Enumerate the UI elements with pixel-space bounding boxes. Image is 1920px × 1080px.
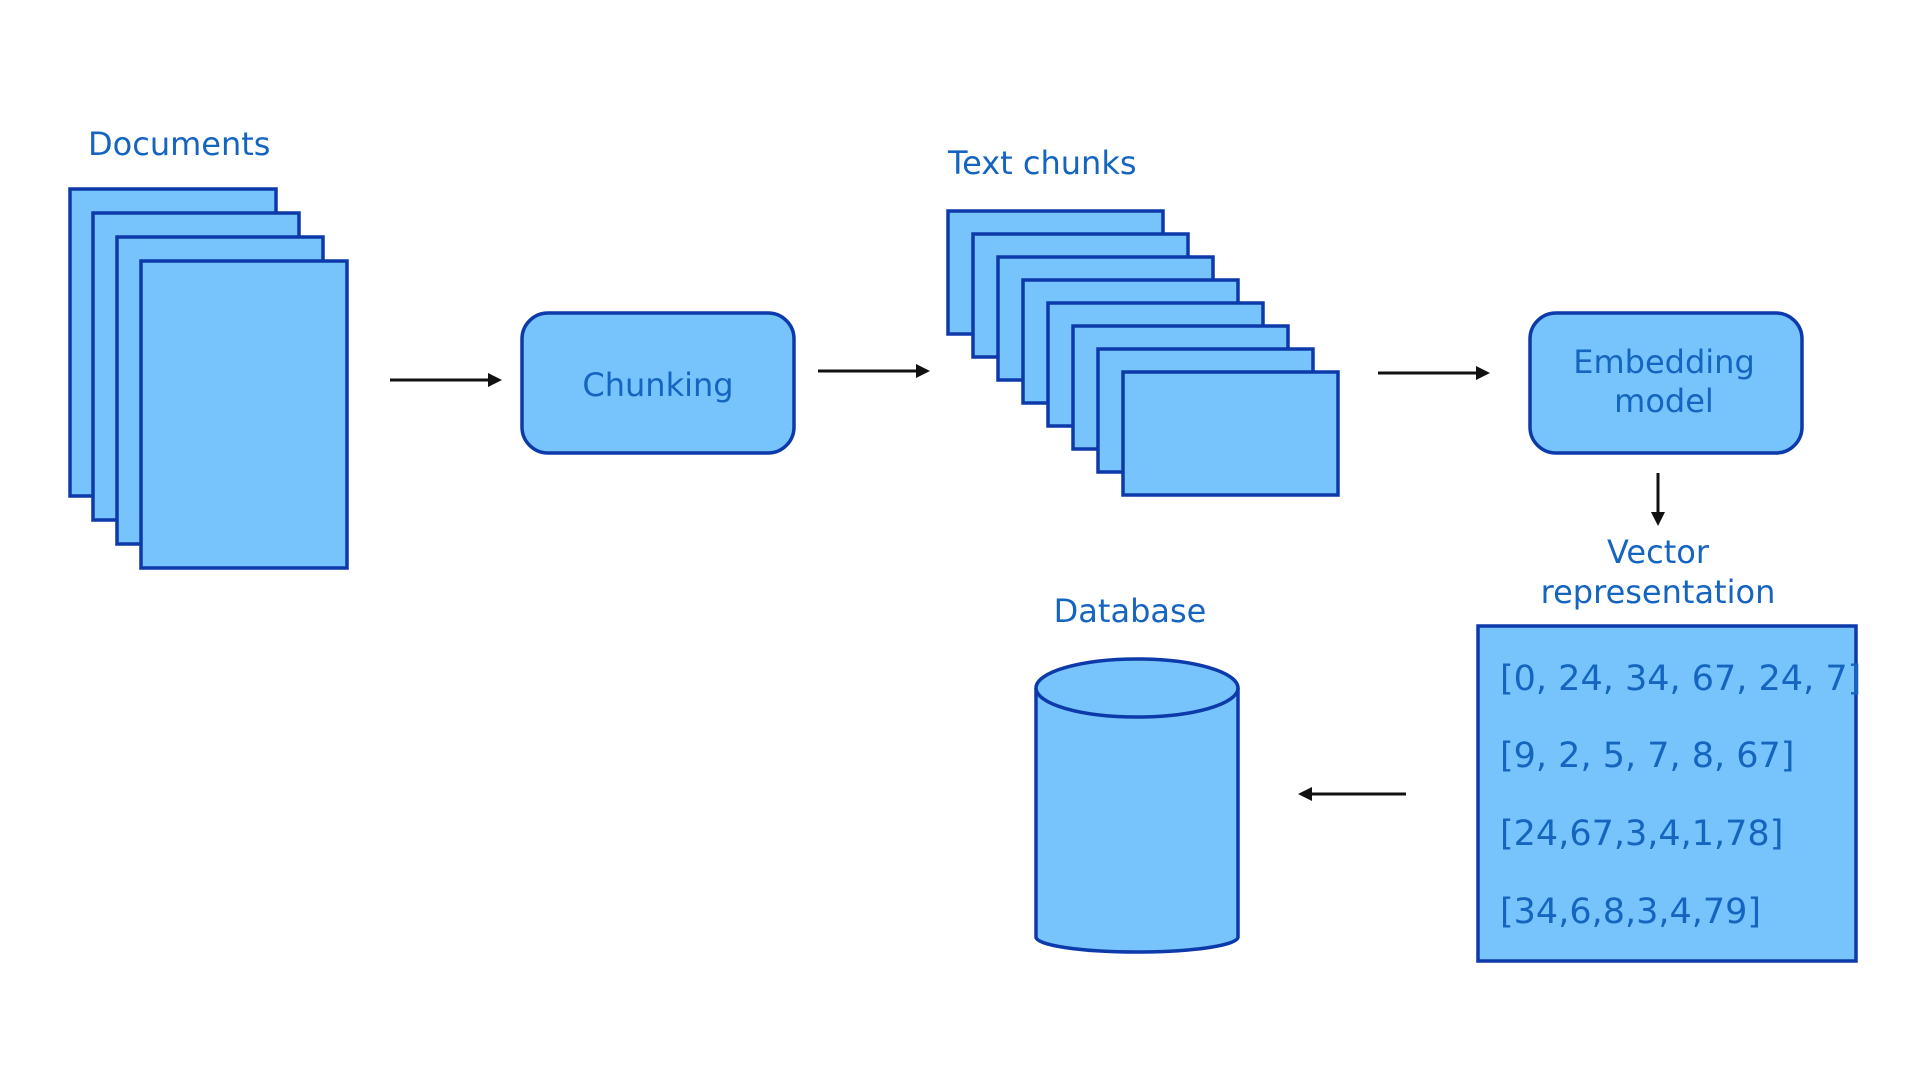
embedding-model-node: Embedding model (1528, 311, 1804, 455)
database-body (1034, 688, 1240, 954)
vector-label-line2: representation (1541, 573, 1776, 611)
documents-label: Documents (88, 125, 270, 163)
vector-representation-box: [0, 24, 34, 67, 24, 7] [9, 2, 5, 7, 8, 6… (1476, 624, 1861, 963)
arrow-embedding-to-vector (1651, 473, 1665, 526)
embedding-label-line2: model (1614, 382, 1714, 420)
arrow-chunking-to-chunks (818, 364, 930, 378)
database-label: Database (1054, 592, 1207, 630)
documents-stack (68, 187, 349, 570)
vector-row: [34,6,8,3,4,79] (1500, 892, 1761, 932)
text-chunks-stack (946, 209, 1340, 497)
database-top (1034, 657, 1240, 719)
vector-label-line1: Vector (1607, 533, 1710, 571)
vector-row: [9, 2, 5, 7, 8, 67] (1500, 736, 1794, 776)
database-cylinder (1034, 657, 1240, 954)
chunking-box (520, 311, 796, 455)
arrow-documents-to-chunking (390, 373, 502, 387)
chunking-label: Chunking (582, 366, 733, 404)
chunking-node: Chunking (520, 311, 796, 455)
vector-row: [24,67,3,4,1,78] (1500, 814, 1783, 854)
embedding-label-line1: Embedding (1573, 343, 1755, 381)
document-page (139, 259, 349, 570)
vector-row: [0, 24, 34, 67, 24, 7] (1500, 659, 1861, 699)
embedding-model-box (1528, 311, 1804, 455)
vector-box (1476, 624, 1858, 963)
text-chunk (1121, 370, 1340, 497)
arrow-vector-to-database (1298, 787, 1406, 801)
text-chunks-label: Text chunks (947, 144, 1137, 182)
arrow-chunks-to-embedding (1378, 366, 1490, 380)
